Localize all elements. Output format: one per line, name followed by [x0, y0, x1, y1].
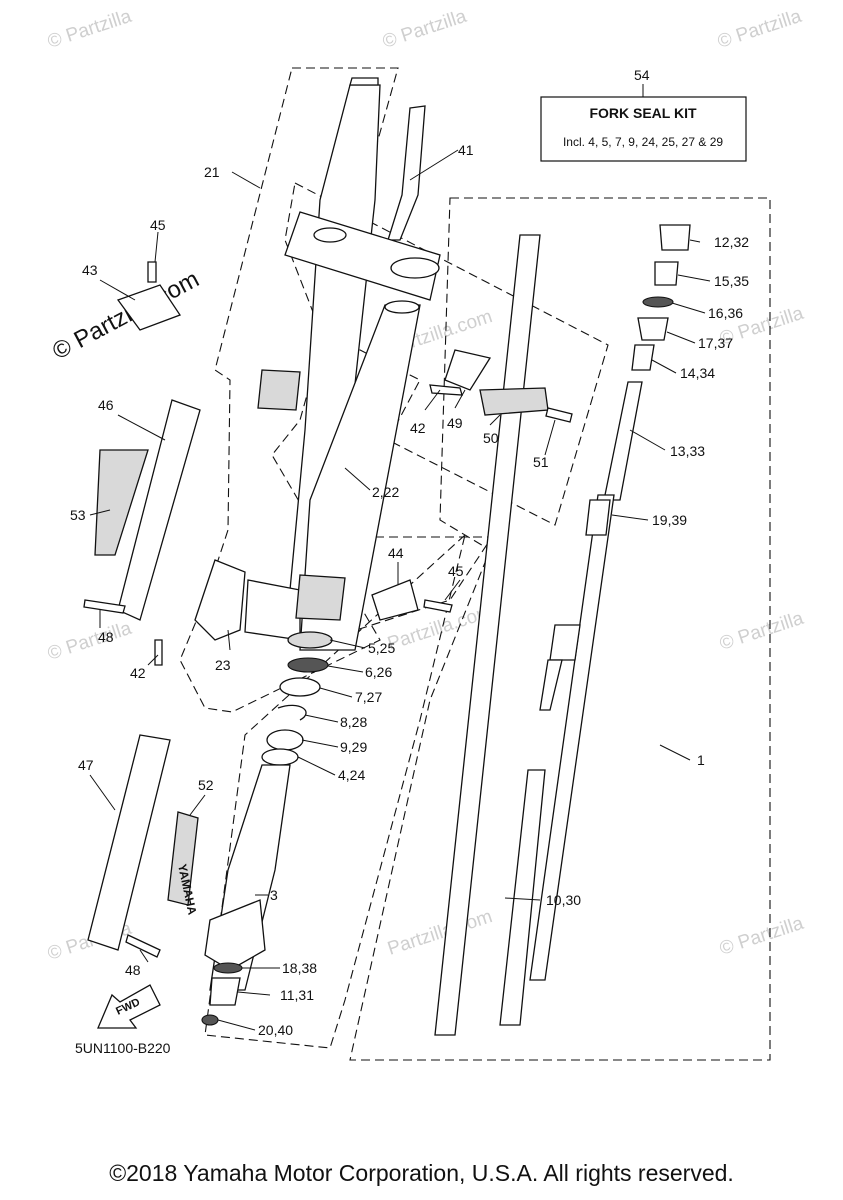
callout-9-29: 9,29: [340, 739, 367, 755]
callout-20-40: 20,40: [258, 1022, 293, 1038]
damper-assembly: [499, 224, 691, 1026]
fork-seal-kit-box: 54 FORK SEAL KIT Incl. 4, 5, 7, 9, 24, 2…: [540, 67, 747, 162]
leader-lines: [89, 149, 711, 1031]
seal-stack: [261, 631, 333, 766]
callout-46: 46: [98, 397, 114, 413]
callout-51: 51: [533, 454, 549, 470]
callout-50: 50: [483, 430, 499, 446]
outer-damper-tube-10-30: [434, 234, 541, 1036]
diagram-code: 5UN1100-B220: [75, 1040, 171, 1056]
fork-guards: YAMAHA: [87, 399, 201, 951]
callout-18-38: 18,38: [282, 960, 317, 976]
callout-8-28: 8,28: [340, 714, 367, 730]
callout-21: 21: [204, 164, 220, 180]
callout-42-bottom: 42: [130, 665, 146, 681]
callout-17-37: 17,37: [698, 335, 733, 351]
watermark: © Partzilla: [45, 618, 135, 665]
callout-42-top: 42: [410, 420, 426, 436]
exploded-parts-diagram: © Partzilla © Partzilla © Partzilla © Pa…: [45, 6, 807, 1061]
callout-43: 43: [82, 262, 98, 278]
watermark: Partzilla.com: [385, 906, 495, 960]
watermark: © Partzilla: [380, 6, 470, 53]
callout-54: 54: [634, 67, 650, 83]
callout-45-bottom: 45: [448, 563, 464, 579]
callout-10-30: 10,30: [546, 892, 581, 908]
triple-clamp-41: [284, 105, 441, 301]
callout-2-22: 2,22: [372, 484, 399, 500]
callout-12-32: 12,32: [714, 234, 749, 250]
callout-14-34: 14,34: [680, 365, 715, 381]
callout-44: 44: [388, 545, 404, 561]
callout-4-24: 4,24: [338, 767, 365, 783]
callout-5-25: 5,25: [368, 640, 395, 656]
clamp-hardware: [83, 261, 573, 958]
callout-labels: 1 2,22 3 4,24 5,25 6,26 7,27 8,28 9,29 1…: [70, 142, 749, 1038]
bottom-bolt-parts: [201, 962, 243, 1026]
callout-6-26: 6,26: [365, 664, 392, 680]
callout-16-36: 16,36: [708, 305, 743, 321]
callout-47: 47: [78, 757, 94, 773]
watermark: © Partzilla: [717, 913, 807, 960]
callout-19-39: 19,39: [652, 512, 687, 528]
callout-13-33: 13,33: [670, 443, 705, 459]
callout-53: 53: [70, 507, 86, 523]
callout-45-top: 45: [150, 217, 166, 233]
axle-holder-3: [204, 764, 291, 991]
callout-11-31: 11,31: [280, 987, 314, 1003]
callout-1: 1: [697, 752, 705, 768]
callout-52: 52: [198, 777, 214, 793]
callout-49: 49: [447, 415, 463, 431]
kit-description: Incl. 4, 5, 7, 9, 24, 25, 27 & 29: [563, 135, 723, 149]
watermark: © Partzilla: [717, 608, 807, 655]
inner-tube-2-22: [295, 300, 421, 651]
watermark: © Partzilla: [715, 6, 805, 53]
callout-7-27: 7,27: [355, 689, 382, 705]
watermark: © Partzilla: [45, 6, 135, 53]
callout-15-35: 15,35: [714, 273, 749, 289]
callout-3: 3: [270, 887, 278, 903]
callout-41: 41: [458, 142, 474, 158]
callout-48-bottom: 48: [125, 962, 141, 978]
kit-title: FORK SEAL KIT: [589, 105, 697, 121]
callout-48-top: 48: [98, 629, 114, 645]
callout-23: 23: [215, 657, 231, 673]
fwd-arrow: FWD: [97, 984, 161, 1029]
copyright-notice: ©2018 Yamaha Motor Corporation, U.S.A. A…: [109, 1160, 734, 1186]
